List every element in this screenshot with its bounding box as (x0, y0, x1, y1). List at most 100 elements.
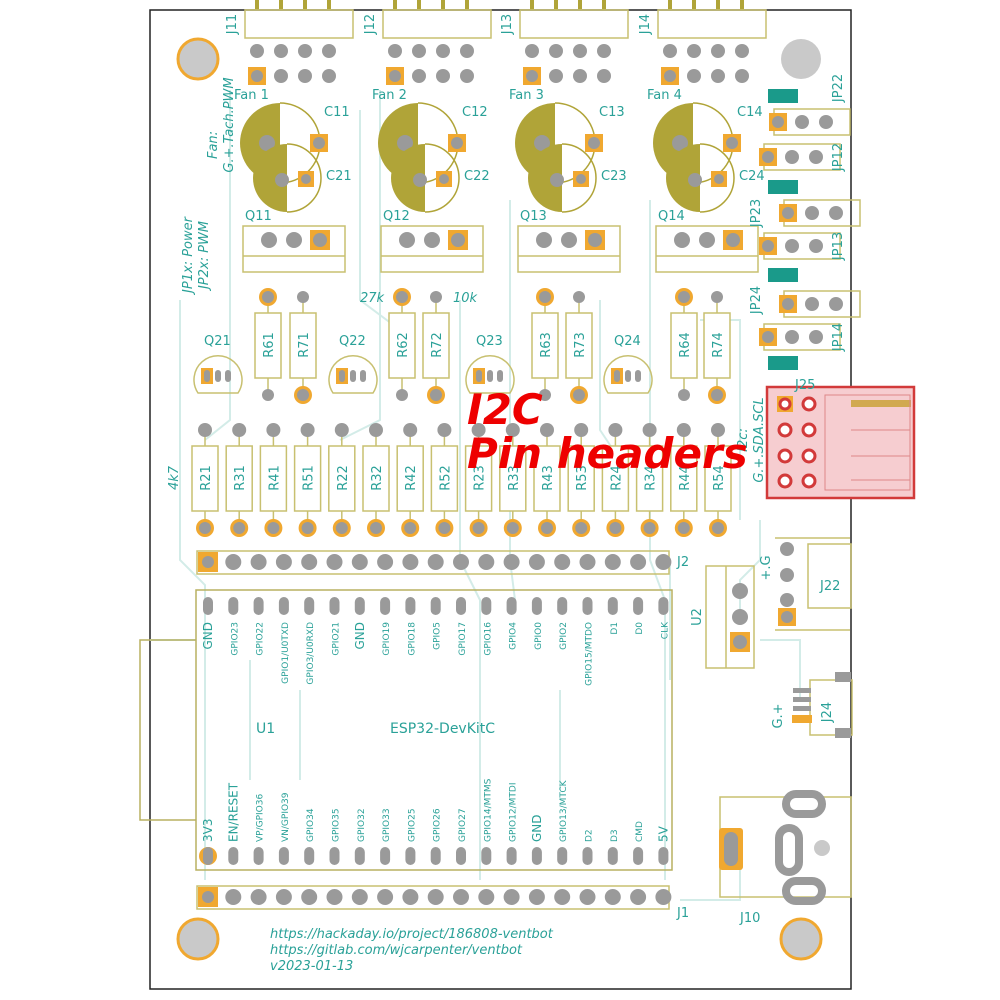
fan-header-ref: J12 (363, 14, 378, 35)
j22-connector[interactable]: J22 (775, 537, 852, 631)
u1-top-pin-label: GND (353, 622, 367, 650)
transistor-label: Q22 (339, 334, 366, 349)
resistor-r52: R52 (430, 423, 459, 537)
jumper-jp14[interactable]: JP14 (759, 323, 846, 352)
u1-bottom-pin-label: GPIO35 (332, 808, 342, 842)
mosfet-body (655, 225, 759, 273)
u1-top-pin-label: GPIO22 (256, 622, 266, 656)
r27k-note: 27k (360, 291, 385, 306)
resistor-r73: R73 (565, 291, 593, 404)
u1-top-pin-label: GPIO16 (483, 622, 493, 656)
mounting-holes (176, 37, 823, 961)
resistor-label: R22 (336, 465, 351, 491)
jumper-jp12[interactable]: JP12 (759, 143, 846, 172)
jumper-jp24[interactable]: JP24 (749, 286, 861, 318)
u1-top-pin-label: GPIO1/U0TXD (281, 622, 291, 684)
u1-bottom-pin-label: GPIO33 (382, 808, 392, 842)
transistor-q24: Q24 (603, 334, 653, 394)
resistor-r24: R24 (601, 423, 630, 537)
u2-regulator: U2 (690, 565, 755, 669)
j10-barrel-jack[interactable]: J10 (719, 790, 852, 926)
resistor-r74: R74 (703, 291, 731, 404)
u1-bottom-pin-label: VP/GPIO36 (256, 794, 266, 842)
resistor-label: R53 (575, 465, 590, 491)
fan-header-body[interactable] (244, 9, 354, 39)
resistor-r44: R44 (670, 423, 698, 537)
transistor-q22: Q22 (328, 334, 378, 394)
resistor-r22: R22 (328, 423, 356, 537)
resistor-label: R63 (539, 332, 554, 358)
fan-header-body[interactable] (382, 9, 492, 39)
jumper-jp13[interactable]: JP13 (759, 232, 846, 261)
u1-bottom-pin-label: GPIO25 (407, 808, 417, 842)
pg-note: +.G (759, 555, 774, 580)
cap-bottom-label: C21 (326, 169, 352, 184)
resistor-r21: R21 (191, 423, 219, 537)
jumper-label: JP24 (749, 286, 764, 315)
mosfet-body (517, 225, 621, 273)
fan-label: Fan 1 (234, 88, 269, 103)
u1-bottom-pin-label: 3V3 (201, 819, 215, 842)
resistor-label: R21 (199, 465, 214, 491)
resistor-r42: R42 (396, 423, 424, 537)
u1-top-pin-label: GPIO2 (559, 622, 569, 650)
u1-bottom-pin-label: GPIO27 (458, 808, 468, 842)
solder-bridge (768, 268, 798, 282)
transistor-q23: Q23 (465, 334, 515, 394)
j1-header[interactable]: J1 (196, 885, 689, 921)
u1-bottom-pin-label: GPIO34 (306, 808, 316, 842)
j24-connector[interactable]: J24 (792, 672, 853, 738)
transistor-q21: Q21 (193, 334, 243, 394)
u1-bottom-pin-label: GPIO14/MTMS (483, 778, 493, 842)
footer-url-gitlab[interactable]: https://gitlab.com/wjcarpenter/ventbot (270, 943, 523, 958)
u1-bottom-pin-label: GND (530, 814, 544, 842)
j25-i2c-header[interactable]: J25 (765, 378, 916, 500)
fan-header-body[interactable] (657, 9, 767, 39)
resistor-label: R24 (609, 465, 624, 491)
u1-top-pin-label: GPIO15/MTDO (585, 622, 595, 686)
jumper-jp23[interactable]: JP23 (749, 199, 861, 228)
jumper-label: JP12 (831, 143, 846, 172)
jumper-label: JP14 (831, 323, 846, 352)
fan-header-body[interactable] (519, 9, 629, 39)
resistor-label: R31 (233, 465, 248, 491)
resistor-label: R61 (262, 332, 277, 358)
cap-top-label: C11 (324, 105, 350, 120)
u1-name: ESP32-DevKitC (390, 721, 495, 737)
callout-pin-headers: Pin headers (467, 429, 748, 478)
transistor-label: Q23 (476, 334, 503, 349)
resistor-r72: R72 (422, 291, 450, 404)
j2-label: J2 (676, 555, 689, 570)
u1-top-pin-label: GPIO0 (534, 622, 544, 650)
footer-url-hackaday[interactable]: https://hackaday.io/project/186808-ventb… (270, 927, 554, 942)
jumper-jp22[interactable]: JP22 (769, 74, 851, 136)
cap-bottom-label: C22 (464, 169, 490, 184)
i2c-note-2: G.+.SDA.SCL (752, 397, 767, 482)
resistor-r51: R51 (293, 423, 322, 537)
j2-header[interactable]: J2 (196, 550, 689, 575)
u1-top-pin-label: D1 (610, 622, 620, 635)
resistor-r33: R33 (499, 423, 527, 537)
jumper-label: JP13 (831, 232, 846, 261)
resistor-label: R73 (573, 332, 588, 358)
u1-bottom-pin-label: CMD (635, 821, 645, 842)
cap-top-label: C14 (737, 105, 763, 120)
resistor-label: R43 (541, 465, 556, 491)
u1-top-pin-label: GPIO5 (433, 622, 443, 650)
u1-bottom-pin-label: 5V (656, 825, 670, 842)
resistor-r23: R23 (464, 423, 493, 537)
resistor-label: R41 (267, 465, 282, 491)
resistor-label: R32 (370, 465, 385, 491)
mosfet-label: Q11 (245, 209, 272, 224)
transistors: Q21 Q22 Q23 Q24 (193, 334, 653, 394)
resistor-label: R23 (473, 465, 488, 491)
cap-bottom-label: C23 (601, 169, 627, 184)
transistor-label: Q21 (204, 334, 231, 349)
j24-label: J24 (820, 702, 835, 723)
